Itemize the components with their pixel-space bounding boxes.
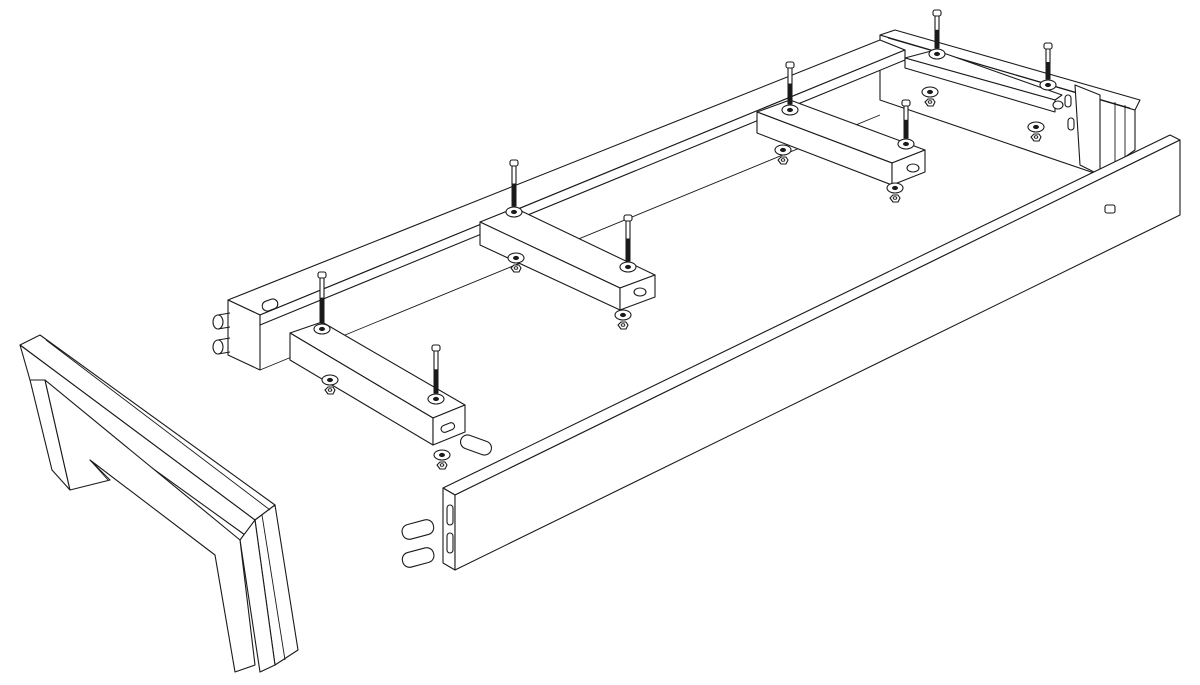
cross-slat — [756, 99, 926, 186]
carriage-bolt — [317, 271, 327, 324]
washer — [921, 86, 939, 98]
washer — [897, 138, 915, 150]
washer — [433, 449, 451, 461]
washer — [781, 104, 799, 116]
dowel-pin — [212, 337, 231, 355]
hex-nut — [777, 156, 789, 165]
washer — [1027, 121, 1045, 133]
washer — [928, 48, 946, 60]
carriage-bolt — [901, 99, 911, 139]
washer — [619, 261, 637, 273]
washer — [774, 144, 792, 156]
carriage-bolt — [1043, 42, 1053, 80]
dowel-pin — [212, 312, 231, 330]
cam-slot — [261, 298, 279, 312]
cam-slot — [446, 532, 454, 554]
hex-nut — [436, 461, 448, 470]
hex-nut — [324, 386, 336, 395]
hex-nut — [924, 98, 936, 107]
washer — [427, 393, 445, 405]
cam-slot — [446, 504, 454, 526]
washer — [614, 309, 632, 321]
front-end-frame — [19, 334, 299, 673]
hex-nut — [1030, 133, 1042, 142]
cross-slat — [904, 49, 1064, 113]
washer — [886, 182, 904, 194]
washer — [1039, 79, 1057, 91]
carriage-bolt — [785, 61, 795, 105]
hex-nut — [889, 194, 901, 203]
dowel-pin — [401, 519, 435, 540]
cross-slat — [289, 321, 466, 446]
carriage-bolt — [932, 9, 942, 49]
hex-nut — [510, 264, 522, 273]
washer — [321, 374, 339, 386]
carriage-bolt — [431, 344, 441, 394]
dowel-pin — [459, 434, 493, 456]
washer — [505, 206, 523, 218]
carriage-bolt — [623, 214, 633, 262]
hex-nut — [617, 321, 629, 330]
carriage-bolt — [509, 159, 519, 207]
washer — [507, 252, 525, 264]
washer — [313, 323, 331, 335]
dowel-pin — [401, 547, 435, 568]
right-side-rail — [442, 134, 1181, 571]
